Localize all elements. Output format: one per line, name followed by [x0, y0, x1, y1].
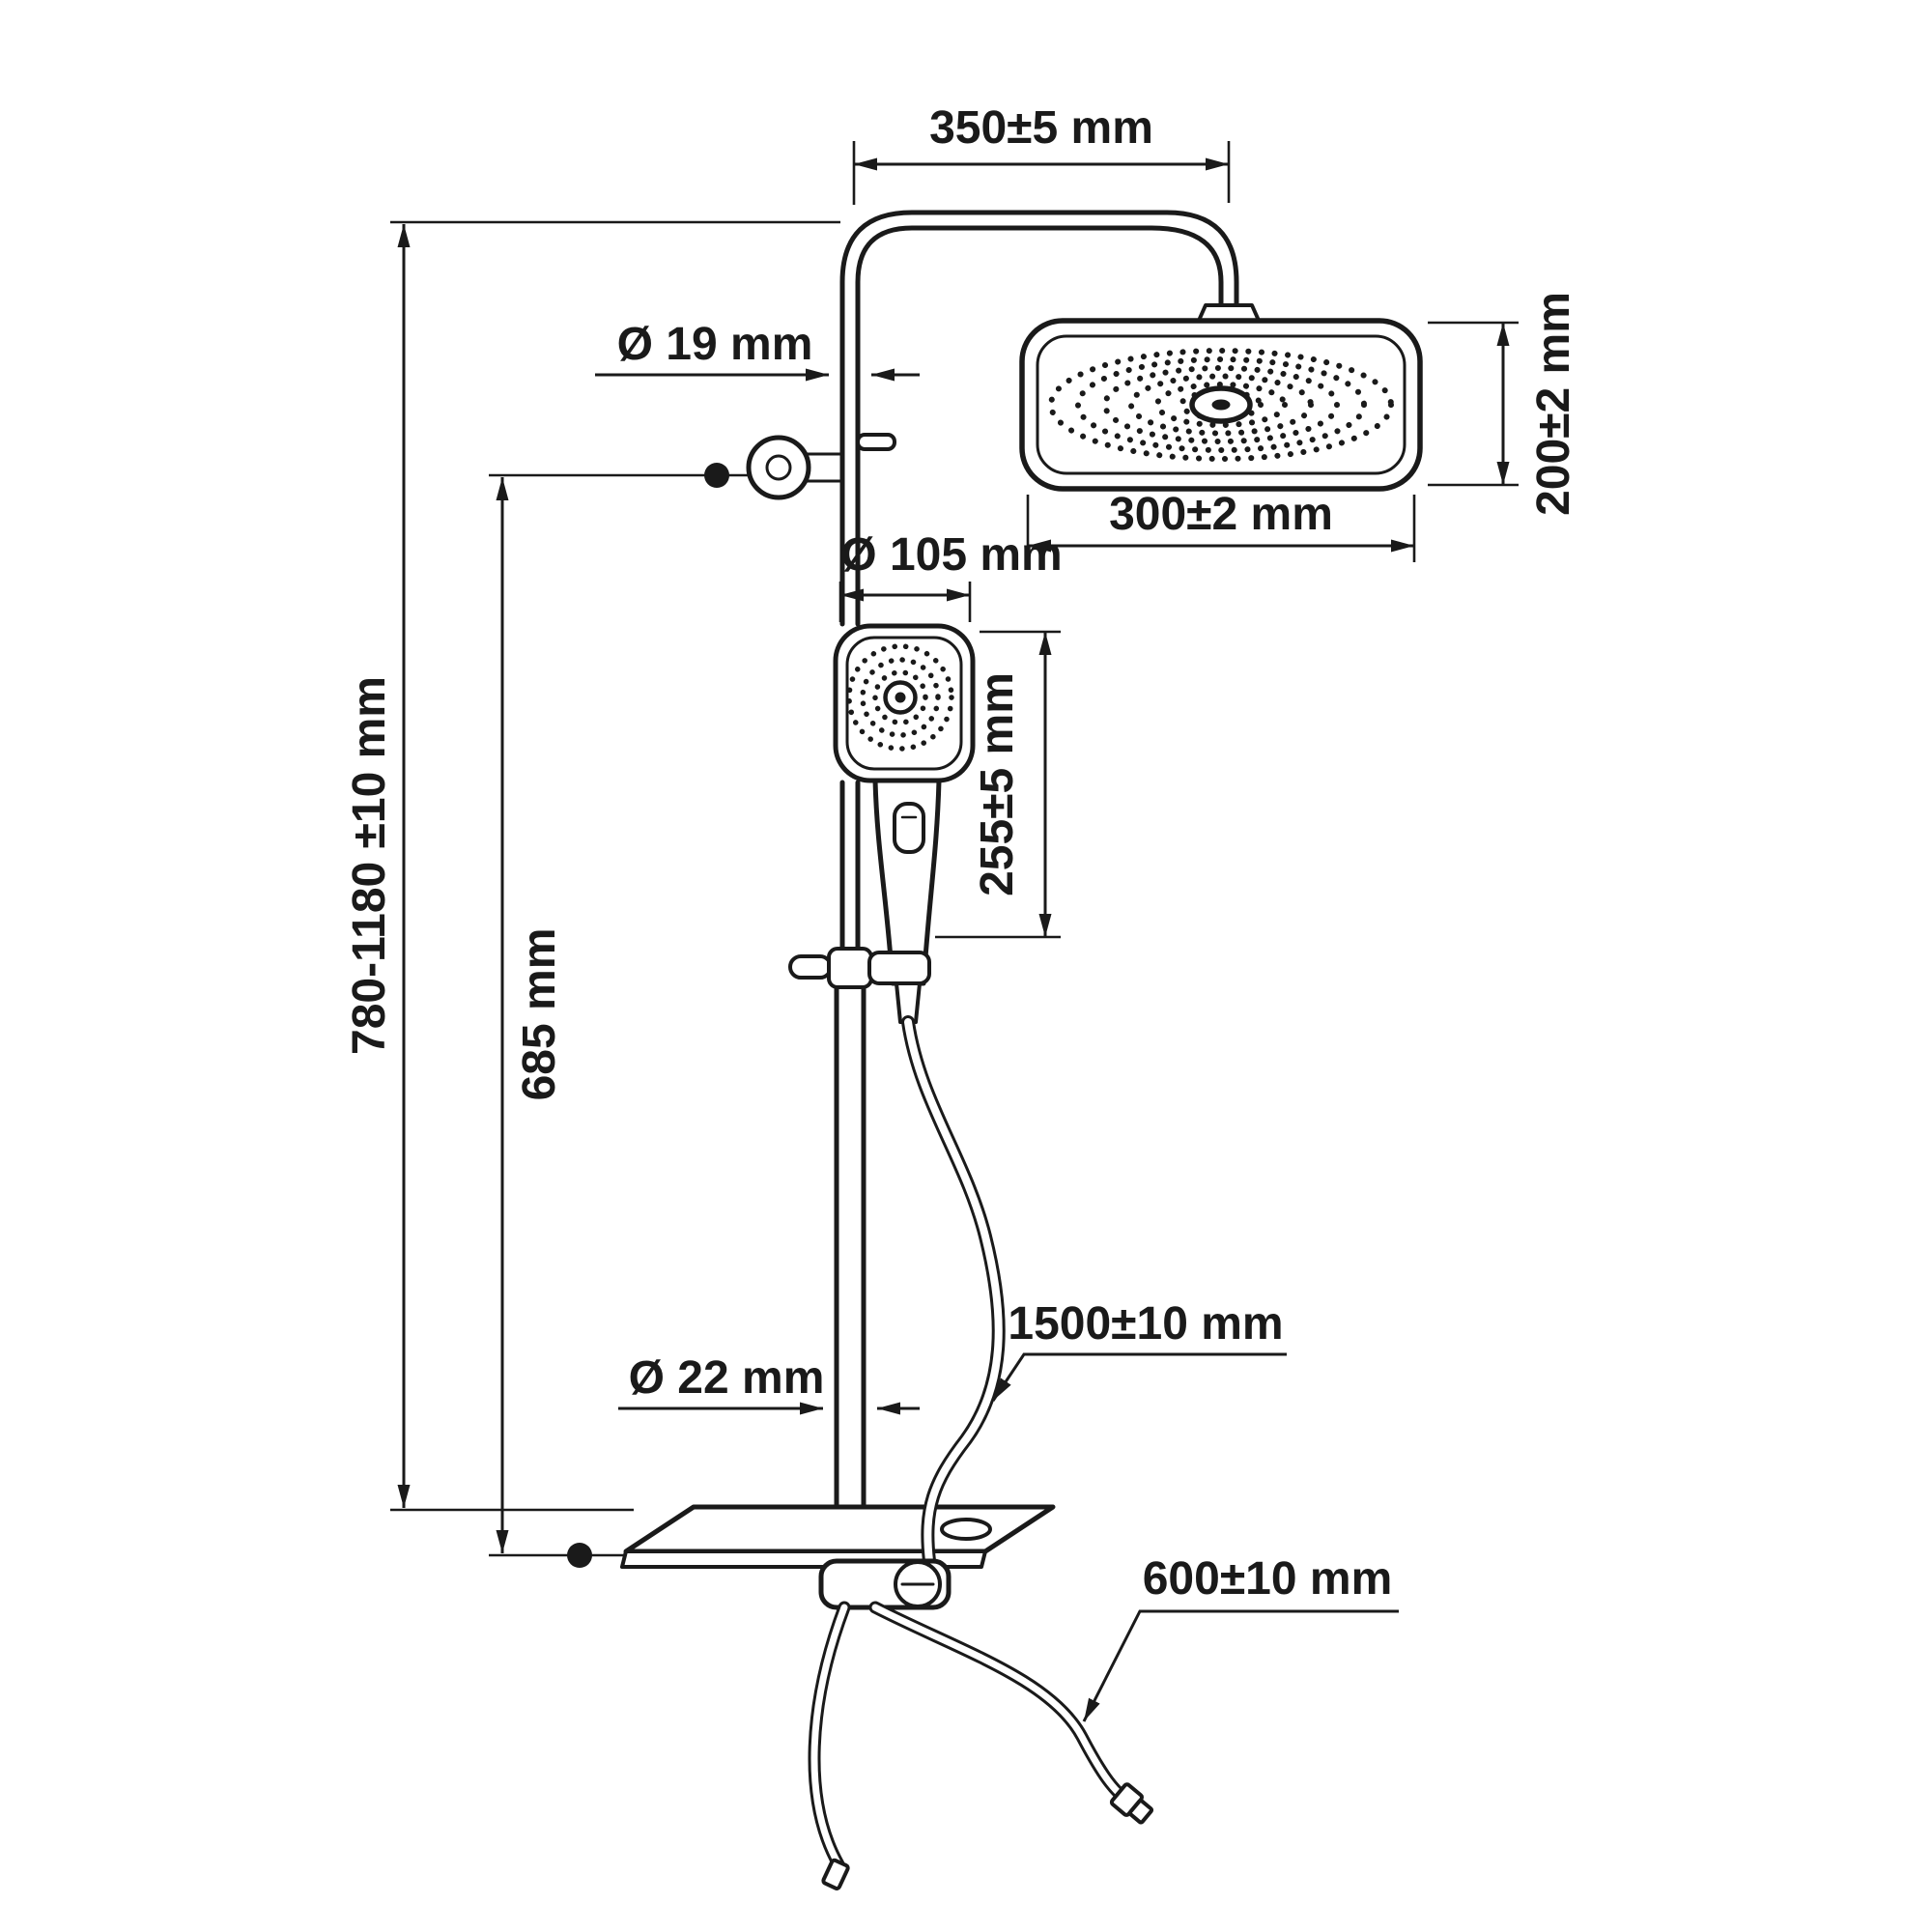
shower-hose	[901, 1015, 1006, 1568]
dim-overall-height-label: 780-1180 ±10 mm	[344, 676, 395, 1055]
dim-bracket-to-shelf-label: 685 mm	[514, 928, 565, 1101]
hose-end-fitting-bottom	[821, 1858, 850, 1890]
dim-lower-pipe-diameter: Ø 22 mm	[618, 1352, 920, 1415]
handle-clamp	[867, 951, 931, 985]
hose-end-fitting-right	[1109, 1782, 1154, 1825]
rain-head-nozzle-pattern	[1048, 348, 1394, 462]
dim-arm-reach-label: 350±5 mm	[929, 102, 1153, 154]
wall-bracket	[746, 433, 896, 500]
bracket-pin	[856, 433, 896, 451]
hand-shower-button	[893, 802, 925, 854]
shelf-hole	[940, 1518, 992, 1541]
hand-shower-nozzle-pattern	[846, 643, 954, 752]
dim-shower-hose-length-label: 1500±10 mm	[1008, 1298, 1283, 1350]
dim-upper-pipe-diameter-label: Ø 19 mm	[617, 319, 813, 370]
hose-nut	[895, 981, 922, 1024]
dim-hand-shower-width: Ø 105 mm	[838, 529, 1063, 622]
dim-hand-shower-width-label: Ø 105 mm	[840, 529, 1062, 581]
dim-lower-pipe-diameter-label: Ø 22 mm	[629, 1352, 825, 1404]
supply-hoses	[808, 1601, 1154, 1890]
rain-shower-head	[1019, 318, 1423, 492]
dim-overall-height: 780-1180 ±10 mm	[344, 220, 840, 1512]
shelf	[620, 1504, 1056, 1569]
dim-bracket-to-shelf: 685 mm	[489, 473, 748, 1557]
riser-pipe-lower	[834, 984, 867, 1510]
shower-arm	[839, 210, 1262, 325]
slider-knob	[788, 954, 833, 980]
dim-connection-hose-length-label: 600±10 mm	[1143, 1553, 1393, 1605]
riser-pipe-upper	[839, 295, 861, 953]
slider-collar	[827, 947, 873, 989]
dim-head-depth-label: 200±2 mm	[1528, 292, 1579, 516]
dim-connection-hose-length: 600±10 mm	[1082, 1553, 1399, 1722]
dim-hand-shower-length-label: 255±5 mm	[972, 672, 1023, 896]
dim-head-width: 300±2 mm	[1026, 489, 1416, 562]
dim-shower-hose-length: 1500±10 mm	[991, 1298, 1287, 1402]
dim-arm-reach: 350±5 mm	[852, 102, 1231, 205]
mixer-body	[818, 1558, 952, 1610]
slider-holder	[788, 947, 931, 1024]
dim-head-width-label: 300±2 mm	[1109, 489, 1333, 540]
dim-hand-shower-length: 255±5 mm	[935, 630, 1061, 939]
dim-upper-pipe-diameter: Ø 19 mm	[595, 319, 920, 382]
dim-head-depth: 200±2 mm	[1428, 292, 1579, 516]
hand-shower	[833, 623, 976, 986]
